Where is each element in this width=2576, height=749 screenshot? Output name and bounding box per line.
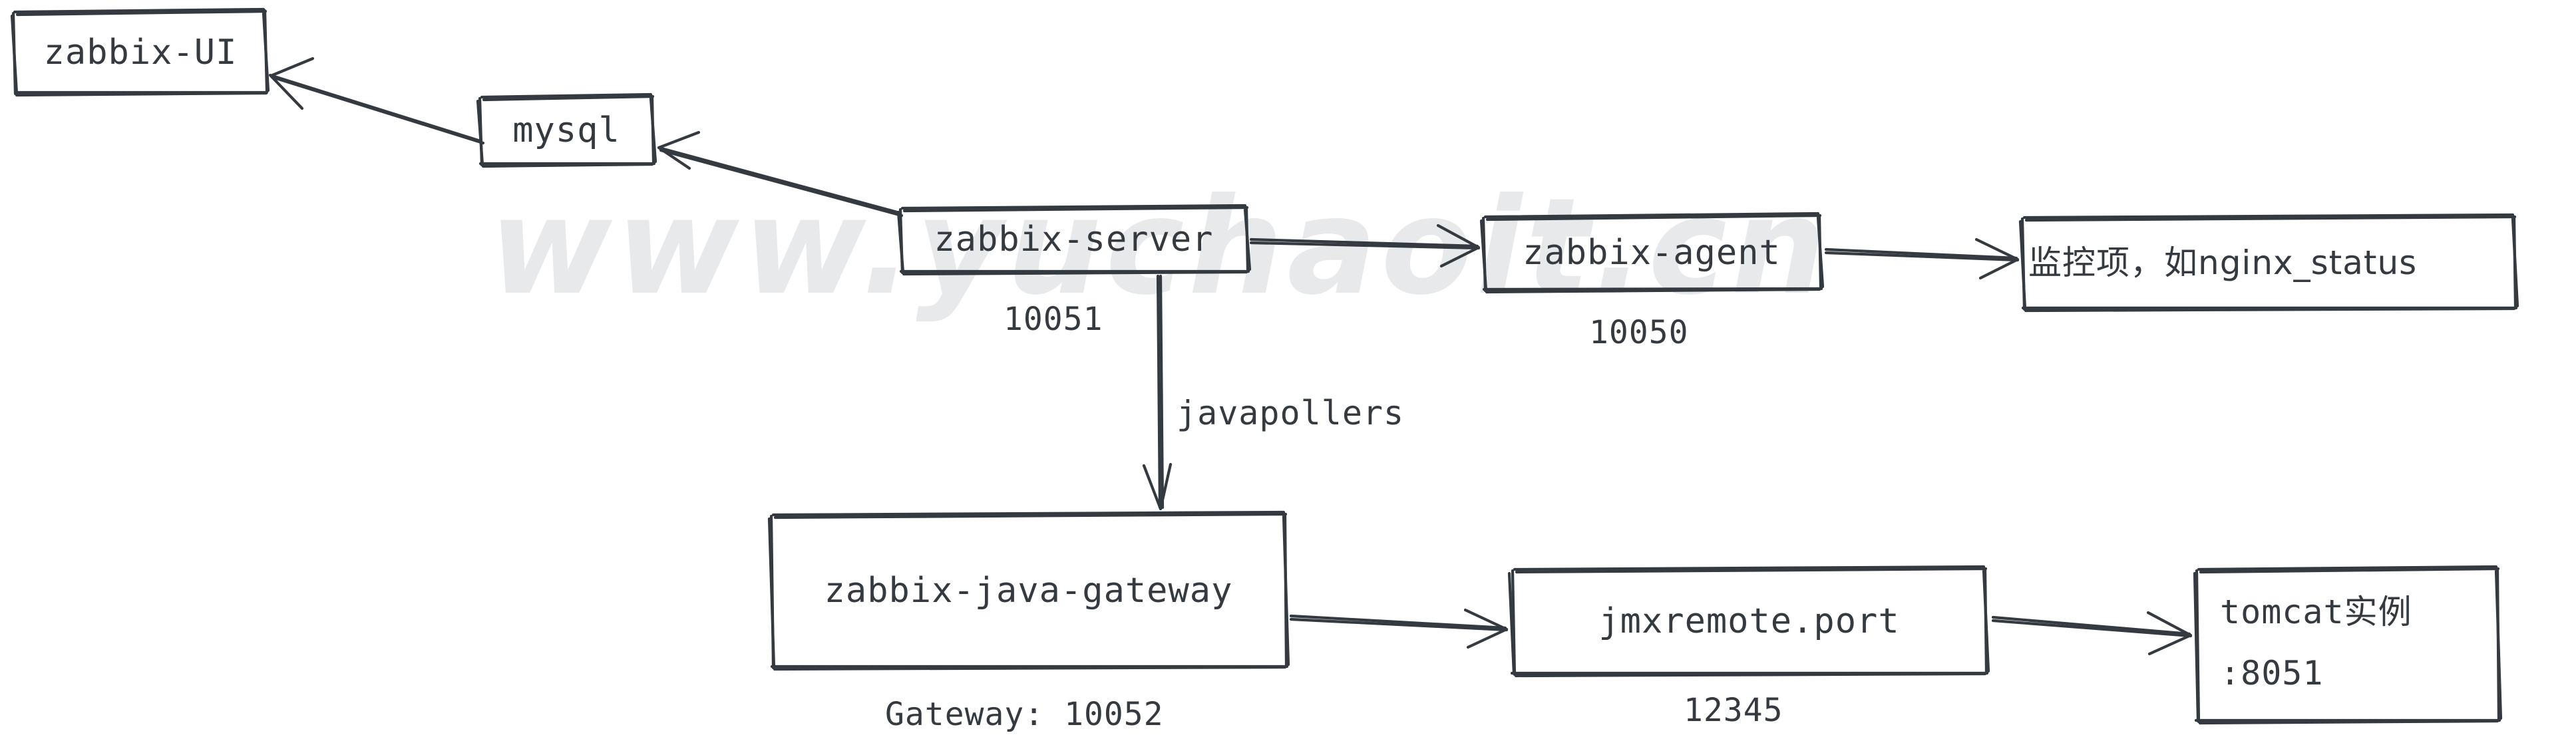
edge-label-javapollers: javapollers bbox=[1177, 394, 1405, 432]
node-label-zabbix-ui[interactable]: zabbix-UI bbox=[43, 32, 238, 73]
caption-jmx-port-value: 12345 bbox=[1684, 692, 1783, 729]
node-label-zabbix-java-gateway[interactable]: zabbix-java-gateway bbox=[824, 570, 1233, 611]
node-label-tomcat-instance-line2[interactable]: :8051 bbox=[2220, 653, 2324, 692]
node-label-monitor-item[interactable]: 监控项，如nginx_status bbox=[2028, 243, 2418, 282]
caption-zabbix-server-port: 10051 bbox=[1004, 301, 1103, 338]
node-label-mysql[interactable]: mysql bbox=[512, 110, 620, 150]
arrow-zabbix-agent-to-monitor-item bbox=[1824, 237, 2020, 280]
node-label-zabbix-server[interactable]: zabbix-server bbox=[934, 220, 1214, 259]
caption-gateway-port: Gateway: 10052 bbox=[885, 696, 1164, 733]
node-label-zabbix-agent[interactable]: zabbix-agent bbox=[1523, 233, 1781, 273]
arrow-jmxremote-to-tomcat bbox=[1991, 611, 2193, 656]
node-label-jmxremote-port[interactable]: jmxremote.port bbox=[1598, 601, 1900, 641]
node-label-tomcat-instance-line1[interactable]: tomcat实例 bbox=[2220, 592, 2412, 631]
arrow-mysql-to-zabbix-ui bbox=[268, 57, 485, 145]
arrow-gateway-to-jmxremote bbox=[1289, 608, 1509, 649]
caption-zabbix-agent-port: 10050 bbox=[1589, 314, 1689, 351]
